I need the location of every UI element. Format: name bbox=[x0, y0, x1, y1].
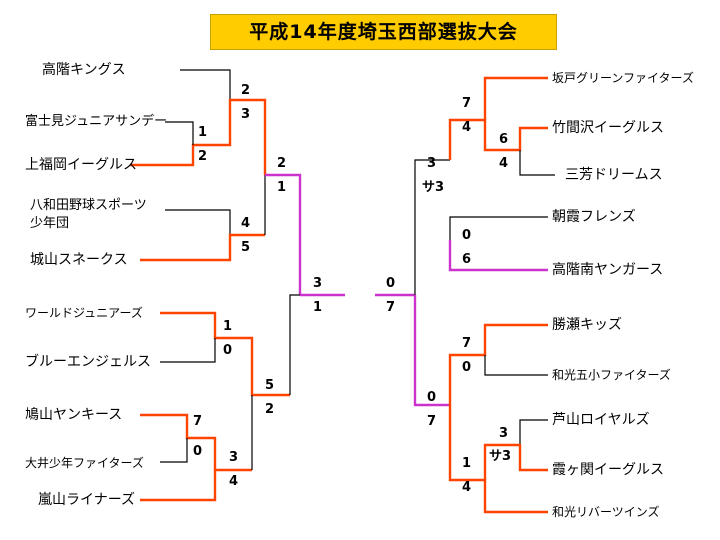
team-hatoyama-yankees: 鳩山ヤンキース bbox=[25, 407, 123, 423]
line-ranzan-w bbox=[140, 468, 252, 502]
page-title: 平成14年度埼玉西部選抜大会 bbox=[210, 14, 557, 50]
team-oi-shonen-fighters: 大井少年ファイターズ bbox=[25, 456, 144, 470]
line-sakado-w bbox=[483, 76, 548, 120]
team-katsuse-kids: 勝瀬キッズ bbox=[552, 317, 622, 333]
team-ranzan-liners: 嵐山ライナーズ bbox=[38, 492, 136, 508]
line-shiroyama-w bbox=[140, 233, 265, 262]
line-kasumigaseki-w bbox=[483, 443, 548, 480]
score: 2 bbox=[241, 83, 251, 98]
team-wako-goshou-fighters: 和光五小ファイターズ bbox=[552, 368, 671, 382]
line-chikumazawa-w bbox=[448, 118, 548, 160]
score: 7 bbox=[193, 414, 203, 429]
score: 2 bbox=[265, 402, 275, 417]
line-ashiyama bbox=[485, 419, 548, 446]
score: 4 bbox=[462, 120, 472, 135]
team-asaka-friends: 朝霞フレンズ bbox=[552, 209, 636, 225]
team-sakado-green-fighters: 坂戸グリーンファイターズ bbox=[552, 71, 694, 85]
team-shiroyama-snakes: 城山スネークス bbox=[30, 252, 128, 268]
team-kasumigaseki-eagles: 霞ヶ関イーグルス bbox=[552, 462, 664, 478]
team-hachiwada-shonendan: 少年団 bbox=[30, 216, 70, 231]
score: 1 bbox=[198, 125, 208, 140]
line-hachiwada bbox=[165, 209, 231, 235]
score: 3 bbox=[229, 450, 239, 465]
score: 2 bbox=[277, 156, 287, 171]
team-takashina-kings: 高階キングス bbox=[42, 62, 126, 78]
score: 0 bbox=[223, 343, 233, 358]
score: サ3 bbox=[489, 449, 512, 464]
score: 4 bbox=[241, 216, 251, 231]
team-blue-angels: ブルーエンジェルス bbox=[25, 354, 151, 370]
score: 6 bbox=[462, 252, 472, 267]
line-blue bbox=[160, 338, 216, 363]
team-fujimi-junior-sunday: 富士見ジュニアサンデー bbox=[25, 114, 168, 129]
line-wakorivers-w bbox=[448, 405, 548, 514]
line-asaka bbox=[449, 216, 548, 240]
score: 3 bbox=[499, 426, 509, 441]
score: 1 bbox=[313, 300, 323, 315]
line-takashina bbox=[180, 69, 231, 100]
score: 3 bbox=[313, 276, 323, 291]
line-world-w bbox=[160, 311, 290, 397]
score: 1 bbox=[462, 456, 472, 471]
score: 7 bbox=[427, 414, 437, 429]
score: 1 bbox=[277, 180, 287, 195]
score: 0 bbox=[427, 390, 437, 405]
team-takashinaminami-youngers: 高階南ヤンガース bbox=[552, 262, 664, 278]
score: 7 bbox=[386, 300, 396, 315]
score: 4 bbox=[499, 156, 509, 171]
team-chikumazawa-eagles: 竹間沢イーグルス bbox=[552, 120, 664, 136]
score: 1 bbox=[223, 319, 233, 334]
line-miyoshi bbox=[519, 150, 555, 176]
line-kamifukuoka-w bbox=[130, 98, 267, 175]
score: 0 bbox=[386, 276, 396, 291]
team-miyoshi-dreams: 三芳ドリームス bbox=[565, 167, 663, 183]
line-r3-lower bbox=[289, 294, 300, 395]
score: 3 bbox=[427, 156, 437, 171]
score: 2 bbox=[198, 149, 208, 164]
line-r2-upper-w bbox=[265, 173, 302, 295]
team-kamifukuoka-eagles: 上福岡イーグルス bbox=[25, 157, 137, 173]
score: 4 bbox=[462, 480, 472, 495]
score: 7 bbox=[462, 336, 472, 351]
score: 5 bbox=[241, 240, 251, 255]
score: 6 bbox=[499, 132, 509, 147]
team-hachiwada-yakyu-sports: 八和田野球スポーツ bbox=[30, 198, 147, 213]
line-wako5 bbox=[484, 355, 548, 376]
line-takashinaminami-w bbox=[448, 240, 548, 272]
score: サ3 bbox=[422, 180, 445, 195]
score: 4 bbox=[229, 474, 239, 489]
score: 7 bbox=[462, 96, 472, 111]
score: 0 bbox=[462, 360, 472, 375]
score: 0 bbox=[462, 228, 472, 243]
line-r3-lower-w bbox=[413, 295, 450, 407]
team-ashiyama-royals: 芦山ロイヤルズ bbox=[552, 412, 650, 428]
line-oi bbox=[160, 438, 188, 463]
score: 5 bbox=[265, 378, 275, 393]
line-r3-upper bbox=[414, 159, 450, 295]
score: 3 bbox=[241, 107, 251, 122]
team-world-juniors: ワールドジュニアーズ bbox=[25, 306, 143, 320]
team-wako-rivers-twins: 和光リバーツインズ bbox=[552, 505, 660, 519]
score: 0 bbox=[193, 444, 203, 459]
line-fujimi bbox=[165, 121, 194, 145]
